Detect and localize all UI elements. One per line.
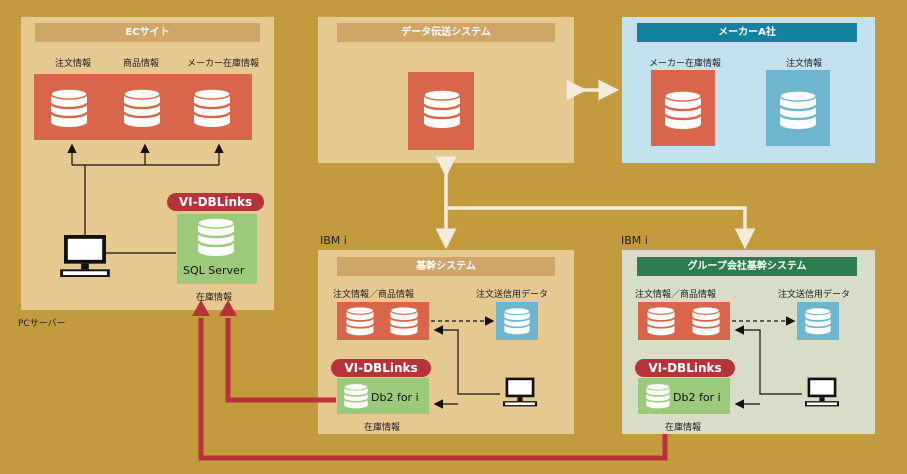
ibm2-stock-label: 在庫情報 xyxy=(665,423,702,433)
ec-col-maker-stock: メーカー在庫情報 xyxy=(187,59,260,69)
sql-server-label: SQL Server xyxy=(183,264,245,277)
ibm1-arrows xyxy=(431,316,500,409)
ibm1-db2-icon xyxy=(343,382,369,410)
ec-vidblinks-tag: VI-DBLinks xyxy=(167,193,264,211)
ibm1-stock-label: 在庫情報 xyxy=(364,423,401,433)
ibm1-vidblinks-tag: VI-DBLinks xyxy=(331,359,431,377)
maker-a-title: メーカーA社 xyxy=(637,23,857,42)
ibm2-pc-icon xyxy=(805,377,839,407)
ibm1-label: IBM i xyxy=(320,234,347,247)
ibm2-arrows xyxy=(732,316,802,409)
ec-orders-db-icon xyxy=(49,88,89,128)
ibm1-products-db-icon xyxy=(389,306,419,336)
ec-products-db-icon xyxy=(122,88,162,128)
ec-pc-icon xyxy=(60,235,110,277)
ec-col-orders: 注文情報 xyxy=(55,59,92,69)
ec-distribution-arrows xyxy=(67,143,224,254)
data-transfer-db-icon xyxy=(422,89,462,129)
ibm1-orders-db-icon xyxy=(345,306,375,336)
ibm2-send-db-icon xyxy=(804,306,832,336)
ibm2-orders-db-icon xyxy=(646,306,676,336)
ec-maker-stock-db-icon xyxy=(192,88,232,128)
ibm1-db2-label: Db2 for i xyxy=(371,391,419,404)
ibm2-db2-label: Db2 for i xyxy=(673,391,721,404)
ibm1-pc-icon xyxy=(503,377,537,407)
data-transfer-title: データ伝送システム xyxy=(337,23,555,42)
ibm1-orders-label: 注文情報／商品情報 xyxy=(333,290,415,300)
maker-col-stock: メーカー在庫情報 xyxy=(649,59,722,69)
ibm2-send-label: 注文送信用データ xyxy=(778,290,851,300)
pc-server-label: PCサーバー xyxy=(18,319,66,329)
maker-stock-db-icon xyxy=(663,90,703,130)
stock-sync-arrows xyxy=(198,318,668,461)
ibm1-send-db-icon xyxy=(503,306,531,336)
ibm2-label: IBM i xyxy=(621,234,648,247)
sql-server-db-icon xyxy=(196,217,236,257)
maker-col-orders: 注文情報 xyxy=(786,59,823,69)
ibm2-db2-icon xyxy=(645,382,671,410)
ibm2-title: グループ会社基幹システム xyxy=(637,257,857,276)
stock-sync-arrowhead-1 xyxy=(219,300,237,316)
ibm1-send-label: 注文送信用データ xyxy=(476,290,549,300)
maker-orders-db-icon xyxy=(778,90,818,130)
ibm1-title: 基幹システム xyxy=(337,257,555,276)
ibm2-products-db-icon xyxy=(691,306,721,336)
ibm2-vidblinks-tag: VI-DBLinks xyxy=(635,359,735,377)
stock-sync-arrowhead-2 xyxy=(192,300,210,316)
ec-col-products: 商品情報 xyxy=(123,59,160,69)
data-flow-arrows xyxy=(435,79,756,250)
ibm2-orders-label: 注文情報／商品情報 xyxy=(635,290,717,300)
ec-stock-label: 在庫情報 xyxy=(196,293,233,303)
ec-site-title: ECサイト xyxy=(35,23,260,42)
